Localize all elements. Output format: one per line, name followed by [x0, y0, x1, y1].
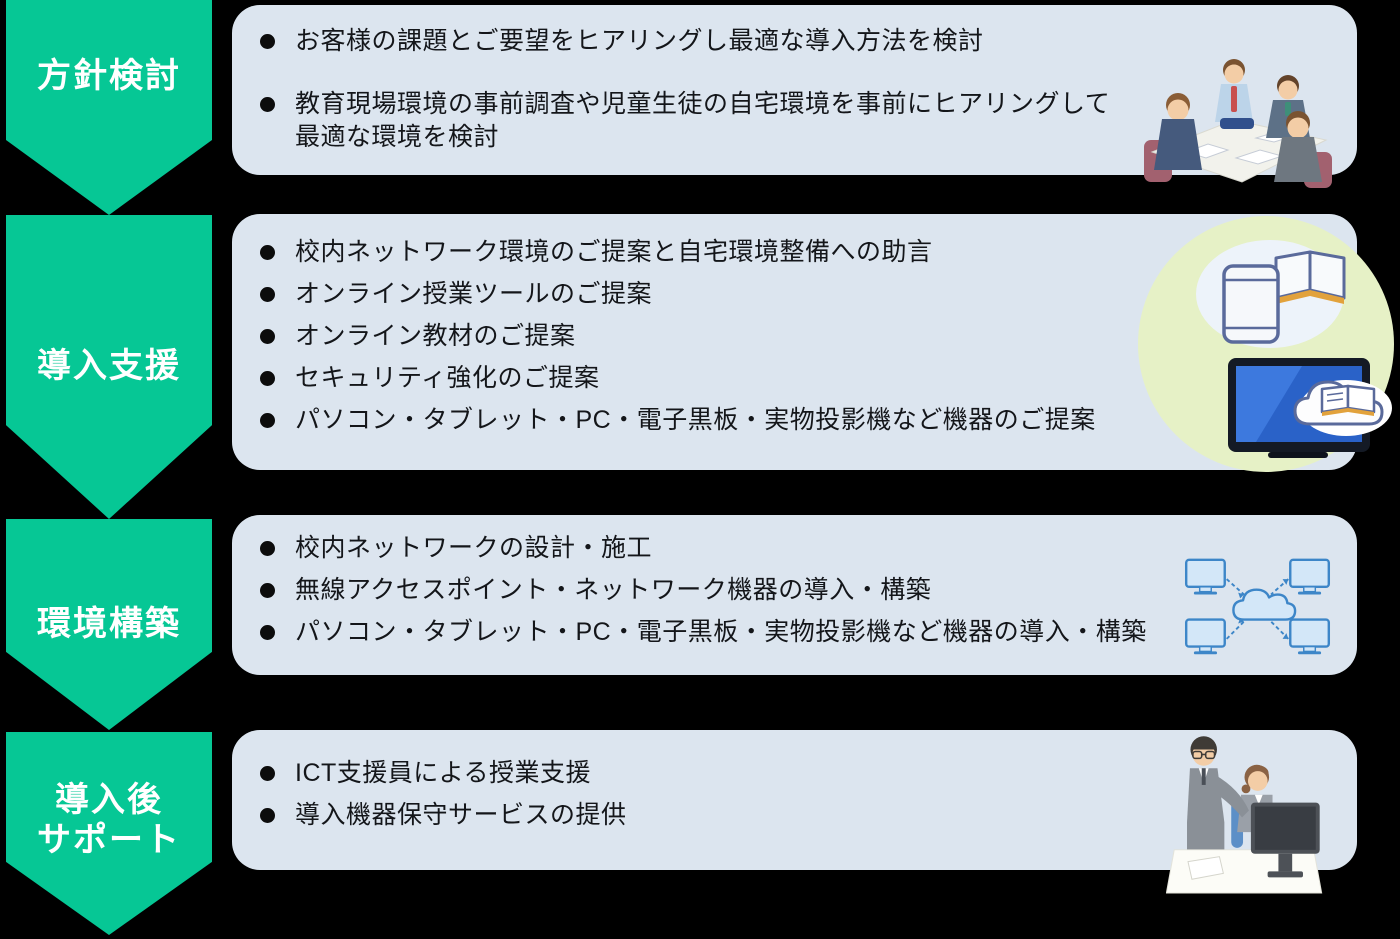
bullet-icon [260, 287, 275, 302]
bullet-icon [260, 329, 275, 344]
network-illustration [1180, 556, 1335, 662]
bullet-icon [260, 625, 275, 640]
network-cloud-icon [1184, 558, 1331, 655]
bullet-item: 導入機器保守サービスの提供 [260, 799, 1357, 832]
step-label-line: 環境構築 [37, 605, 181, 643]
bullet-text: パソコン・タブレット・PC・電子黒板・実物投影機など機器のご提案 [295, 406, 1096, 434]
step-label-line: 導入後 [55, 781, 163, 819]
bullet-icon [260, 245, 275, 260]
bullet-icon [260, 413, 275, 428]
bullet-item: お客様の課題とご要望をヒアリングし最適な導入方法を検討 [260, 25, 1357, 58]
bullet-icon [260, 541, 275, 556]
step-label-line: サポート [37, 821, 181, 859]
bullet-text: 導入機器保守サービスの提供 [295, 801, 627, 829]
bullet-text: オンライン教材のご提案 [295, 322, 576, 350]
bullet-icon [260, 97, 275, 112]
bullet-icon [260, 34, 275, 49]
bullet-item: 無線アクセスポイント・ネットワーク機器の導入・構築 [260, 574, 1357, 607]
bullet-text: 校内ネットワーク環境のご提案と自宅環境整備への助言 [295, 238, 933, 266]
bullet-text: セキュリティ強化のご提案 [295, 364, 600, 392]
bullet-item: オンライン教材のご提案 [260, 320, 1357, 353]
step-arrow-policy [6, 0, 212, 215]
bullet-text: 最適な環境を検討 [295, 123, 500, 151]
bullet-icon [260, 808, 275, 823]
bullet-item: 校内ネットワークの設計・施工 [260, 532, 1357, 565]
green-circle [1138, 216, 1394, 472]
bullet-text: 無線アクセスポイント・ネットワーク機器の導入・構築 [295, 576, 932, 604]
bullet-item: オンライン授業ツールのご提案 [260, 278, 1357, 311]
bullet-item: セキュリティ強化のご提案 [260, 362, 1357, 395]
bullet-text: パソコン・タブレット・PC・電子黒板・実物投影機など機器の導入・構築 [295, 618, 1147, 646]
bullet-item: 教育現場環境の事前調査や児童生徒の自宅環境を事前にヒアリングして 最適な環境を検… [260, 88, 1357, 154]
bullet-text: ICT支援員による授業支援 [295, 759, 592, 787]
bullet-text: オンライン授業ツールのご提案 [295, 280, 653, 308]
panel-construction: 校内ネットワークの設計・施工 無線アクセスポイント・ネットワーク機器の導入・構築… [232, 515, 1357, 675]
bullet-text: 教育現場環境の事前調査や児童生徒の自宅環境を事前にヒアリングして [295, 90, 1111, 118]
bullet-item: ICT支援員による授業支援 [260, 757, 1357, 790]
online-devices-icon [1196, 240, 1392, 458]
bullet-item: 校内ネットワーク環境のご提案と自宅環境整備への助言 [260, 236, 1357, 269]
step-label-policy: 方針検討 [6, 56, 212, 96]
support-illustration [1166, 724, 1324, 896]
step-label-aftersupport: 導入後 サポート [6, 780, 212, 860]
support-people-icon [1166, 736, 1323, 894]
bullet-text: 校内ネットワークの設計・施工 [295, 534, 653, 562]
bullet-icon [260, 766, 275, 781]
panel-aftersupport: ICT支援員による授業支援 導入機器保守サービスの提供 [232, 730, 1357, 870]
bullet-item: パソコン・タブレット・PC・電子黒板・実物投影機など機器のご提案 [260, 404, 1357, 437]
step-label-introduction: 導入支援 [6, 346, 212, 386]
bullet-item: パソコン・タブレット・PC・電子黒板・実物投影機など機器の導入・構築 [260, 616, 1357, 649]
meeting-people-icon [1144, 59, 1332, 188]
step-label-line: 導入支援 [37, 347, 181, 385]
meeting-illustration [1138, 50, 1338, 190]
step-label-line: 方針検討 [37, 57, 181, 95]
bullet-icon [260, 371, 275, 386]
bullet-icon [260, 583, 275, 598]
bullet-text: お客様の課題とご要望をヒアリングし最適な導入方法を検討 [295, 27, 984, 55]
step-label-construction: 環境構築 [6, 604, 212, 644]
